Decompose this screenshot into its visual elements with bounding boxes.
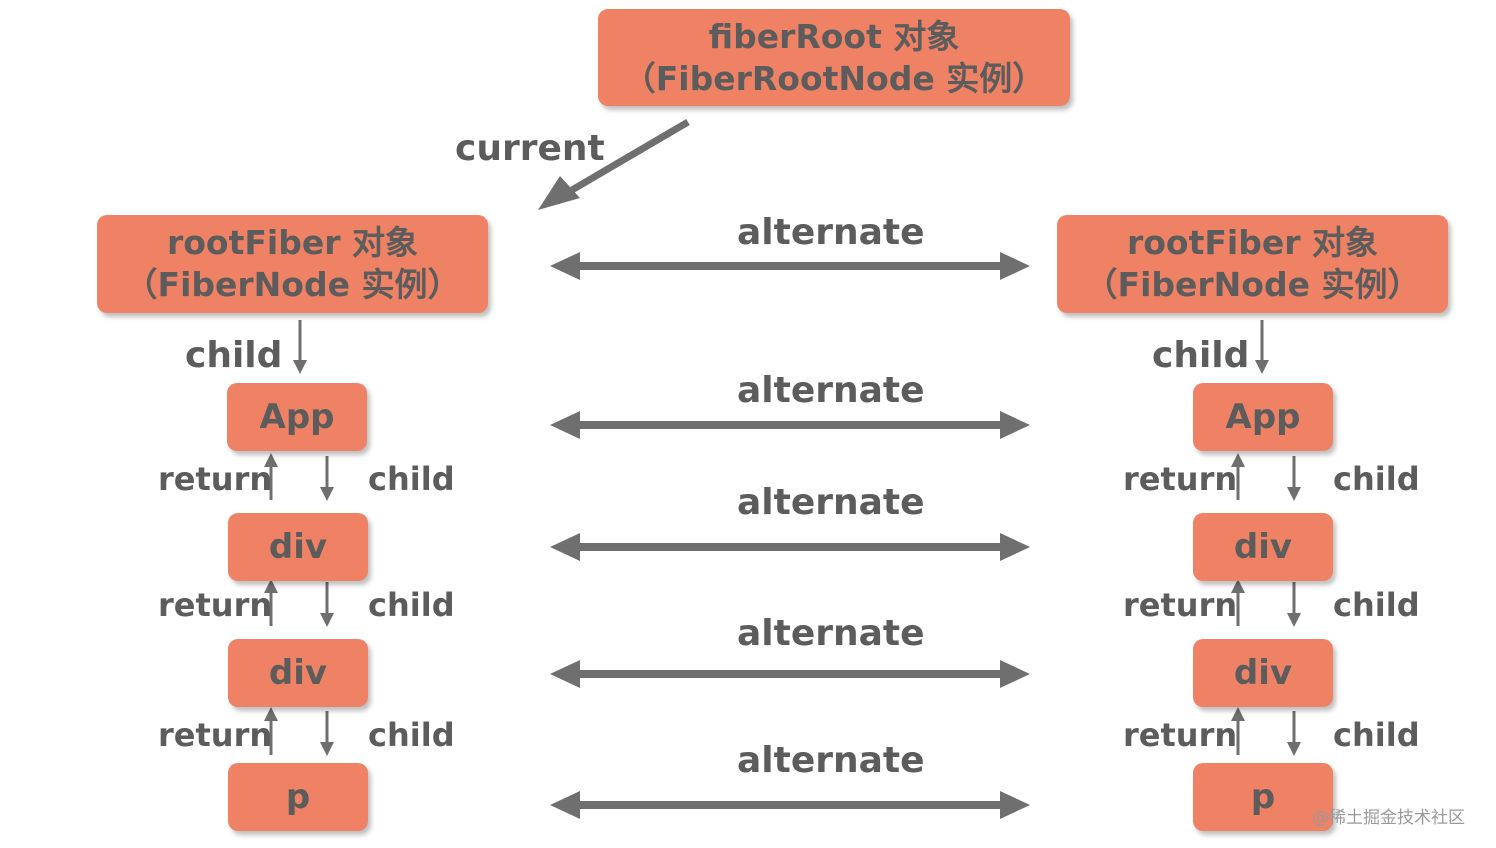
right-node-div-2: div (1193, 639, 1333, 707)
left-root-child-arrow (293, 320, 307, 374)
left-root-fiber-node: rootFiber 对象 （FiberNode 实例） (97, 215, 488, 313)
left-child-label-3: child (368, 716, 455, 754)
fiber-root-node: fiberRoot 对象 （FiberRootNode 实例） (598, 9, 1070, 106)
right-child-label-2: child (1333, 586, 1420, 624)
right-node-div-2-label: div (1233, 653, 1293, 693)
left-return-label-1: return (158, 460, 273, 498)
right-child-label-3: child (1333, 716, 1420, 754)
watermark: @稀土掘金技术社区 (1312, 808, 1465, 828)
right-child-arrows (1287, 456, 1301, 756)
left-root-fiber-title: rootFiber 对象 (166, 223, 418, 262)
right-root-child-arrow (1255, 320, 1269, 374)
alternate-label-app: alternate (737, 370, 925, 411)
right-root-fiber-subtitle: （FiberNode 实例） (1084, 265, 1421, 304)
right-node-app-label: App (1225, 397, 1301, 437)
left-node-div-1-label: div (268, 527, 328, 567)
alternate-label-div2: alternate (737, 613, 925, 654)
right-node-app: App (1193, 383, 1333, 451)
alternate-arrow-div2 (550, 660, 1030, 688)
right-return-label-1: return (1123, 460, 1238, 498)
left-node-div-2: div (228, 639, 368, 707)
left-node-div-2-label: div (268, 653, 328, 693)
left-node-app-label: App (259, 397, 335, 437)
left-root-fiber-subtitle: （FiberNode 实例） (124, 265, 461, 304)
left-return-arrows (264, 453, 278, 755)
left-node-p: p (228, 763, 368, 831)
right-node-p: p (1193, 763, 1333, 831)
right-root-child-label: child (1152, 335, 1250, 376)
left-child-arrows (320, 456, 334, 756)
alternate-arrow-app (550, 411, 1030, 439)
left-root-child-label: child (185, 335, 283, 376)
fiber-root-title: fiberRoot 对象 (708, 16, 960, 56)
right-return-label-3: return (1123, 716, 1238, 754)
left-return-label-3: return (158, 716, 273, 754)
right-child-label-1: child (1333, 460, 1420, 498)
right-return-label-2: return (1123, 586, 1238, 624)
fiber-root-subtitle: （FiberRootNode 实例） (622, 58, 1046, 98)
right-node-p-label: p (1250, 777, 1276, 817)
current-label: current (455, 128, 605, 169)
right-node-div-1: div (1193, 513, 1333, 581)
left-child-label-1: child (368, 460, 455, 498)
alternate-arrow-p (550, 791, 1030, 819)
right-return-arrows (1231, 453, 1245, 755)
left-return-label-2: return (158, 586, 273, 624)
right-root-fiber-node: rootFiber 对象 （FiberNode 实例） (1057, 215, 1448, 313)
alternate-label-p: alternate (737, 740, 925, 781)
left-node-div-1: div (228, 513, 368, 581)
alternate-label-div1: alternate (737, 482, 925, 523)
current-arrow (538, 118, 690, 210)
right-node-div-1-label: div (1233, 527, 1293, 567)
left-child-label-2: child (368, 586, 455, 624)
alternate-arrow-div1 (550, 533, 1030, 561)
left-node-p-label: p (285, 777, 311, 817)
left-node-app: App (227, 383, 367, 451)
alternate-arrow-root (550, 252, 1030, 280)
right-root-fiber-title: rootFiber 对象 (1126, 223, 1378, 262)
alternate-label-root: alternate (737, 212, 925, 253)
